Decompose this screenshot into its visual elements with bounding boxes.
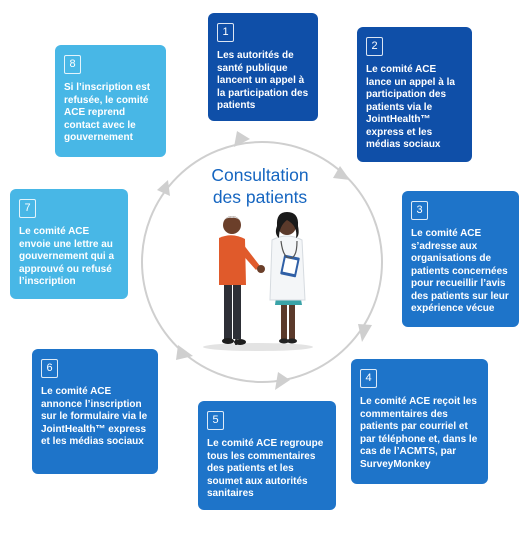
- step-number: 2: [366, 37, 383, 56]
- step-text: Le comité ACE regroupe tous les commenta…: [207, 438, 324, 499]
- step-number: 8: [64, 55, 81, 74]
- step-number: 5: [207, 411, 224, 430]
- step-number: 4: [360, 369, 377, 388]
- patient-illustration: [203, 212, 313, 351]
- cycle-arrow: [157, 180, 170, 196]
- title-line-2: des patients: [212, 187, 308, 207]
- step-card-8: 8 Si l’inscription est refusée, le comit…: [55, 45, 166, 157]
- cycle-arrow: [234, 131, 250, 147]
- step-card-1: 1 Les autorités de santé publique lancen…: [208, 13, 318, 121]
- step-text: Le comité ACE annonce l’inscription sur …: [41, 386, 148, 447]
- step-card-7: 7 Le comité ACE envoie une lettre au gou…: [10, 189, 128, 299]
- step-text: Les autorités de santé publique lancent …: [217, 50, 309, 111]
- step-card-3: 3 Le comité ACE s’adresse aux organisati…: [402, 191, 519, 327]
- step-text: Le comité ACE lance un appel à la partic…: [366, 64, 455, 150]
- cycle-arrow: [333, 166, 350, 180]
- step-text: Le comité ACE reçoit les commentaires de…: [360, 396, 478, 470]
- step-number: 1: [217, 23, 234, 42]
- cycle-arrow: [358, 324, 372, 342]
- step-card-5: 5 Le comité ACE regroupe tous les commen…: [198, 401, 336, 510]
- step-number: 7: [19, 199, 36, 218]
- step-card-2: 2 Le comité ACE lance un appel à la part…: [357, 27, 472, 162]
- diagram-title: Consultation des patients: [160, 164, 360, 208]
- step-text: Le comité ACE s’adresse aux organisation…: [411, 228, 509, 314]
- cycle-arrow: [176, 345, 193, 360]
- cycle-arrow: [275, 372, 290, 390]
- step-text: Le comité ACE envoie une lettre au gouve…: [19, 226, 115, 287]
- step-card-6: 6 Le comité ACE annonce l’inscription su…: [32, 349, 158, 474]
- title-line-1: Consultation: [211, 165, 309, 185]
- step-card-4: 4 Le comité ACE reçoit les commentaires …: [351, 359, 488, 484]
- step-number: 3: [411, 201, 428, 220]
- step-number: 6: [41, 359, 58, 378]
- step-text: Si l’inscription est refusée, le comité …: [64, 82, 151, 143]
